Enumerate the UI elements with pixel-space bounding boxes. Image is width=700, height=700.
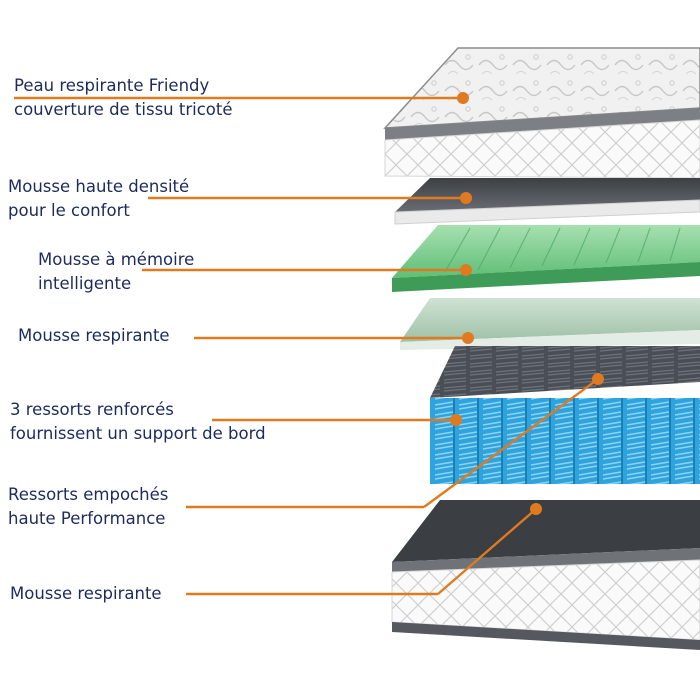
- marker-dot-top-cover: [457, 92, 469, 104]
- label-memory-foam-line-1: Mousse à mémoire: [38, 250, 195, 269]
- leader-line-pocket-springs-diagonal: [423, 378, 599, 508]
- label-breathable-foam-lower-line-1: Mousse respirante: [10, 584, 162, 603]
- marker-dot-pocket-springs: [592, 373, 604, 385]
- label-high-density-foam: Mousse haute densité pour le confort: [8, 175, 189, 223]
- label-reinforced-springs: 3 ressorts renforcés fournissent un supp…: [10, 398, 266, 446]
- label-reinforced-springs-line-1: 3 ressorts renforcés: [10, 400, 174, 419]
- marker-dot-breathable-foam-upper: [462, 332, 474, 344]
- label-pocket-springs-line-1: Ressorts empochés: [8, 485, 169, 504]
- label-memory-foam-line-2: intelligente: [38, 274, 132, 293]
- marker-dot-high-density-foam: [460, 192, 472, 204]
- label-top-cover-line-1: Peau respirante Friendy: [14, 76, 210, 95]
- marker-dot-reinforced-springs: [450, 414, 462, 426]
- label-pocket-springs: Ressorts empochés haute Performance: [8, 483, 168, 531]
- label-reinforced-springs-line-2: fournissent un support de bord: [10, 424, 266, 443]
- breathable-foam-upper-layer: [400, 298, 700, 350]
- label-top-cover: Peau respirante Friendy couverture de ti…: [14, 74, 233, 122]
- high-density-foam-layer: [394, 178, 700, 225]
- label-top-cover-line-2: couverture de tissu tricoté: [14, 100, 233, 119]
- marker-dot-breathable-foam-lower: [530, 503, 542, 515]
- leader-line-breathable-foam-lower-diagonal: [437, 508, 537, 595]
- top-cover-layer: [383, 47, 700, 179]
- label-breathable-foam-upper: Mousse respirante: [18, 324, 170, 348]
- label-breathable-foam-lower: Mousse respirante: [10, 582, 162, 606]
- label-high-density-foam-line-1: Mousse haute densité: [8, 177, 190, 196]
- label-high-density-foam-line-2: pour le confort: [8, 201, 130, 220]
- memory-foam-layer: [392, 225, 700, 292]
- label-memory-foam: Mousse à mémoire intelligente: [38, 248, 194, 296]
- bottom-base-layer: [391, 500, 700, 650]
- marker-dot-memory-foam: [460, 264, 472, 276]
- label-pocket-springs-line-2: haute Performance: [8, 509, 166, 528]
- label-breathable-foam-upper-line-1: Mousse respirante: [18, 326, 170, 345]
